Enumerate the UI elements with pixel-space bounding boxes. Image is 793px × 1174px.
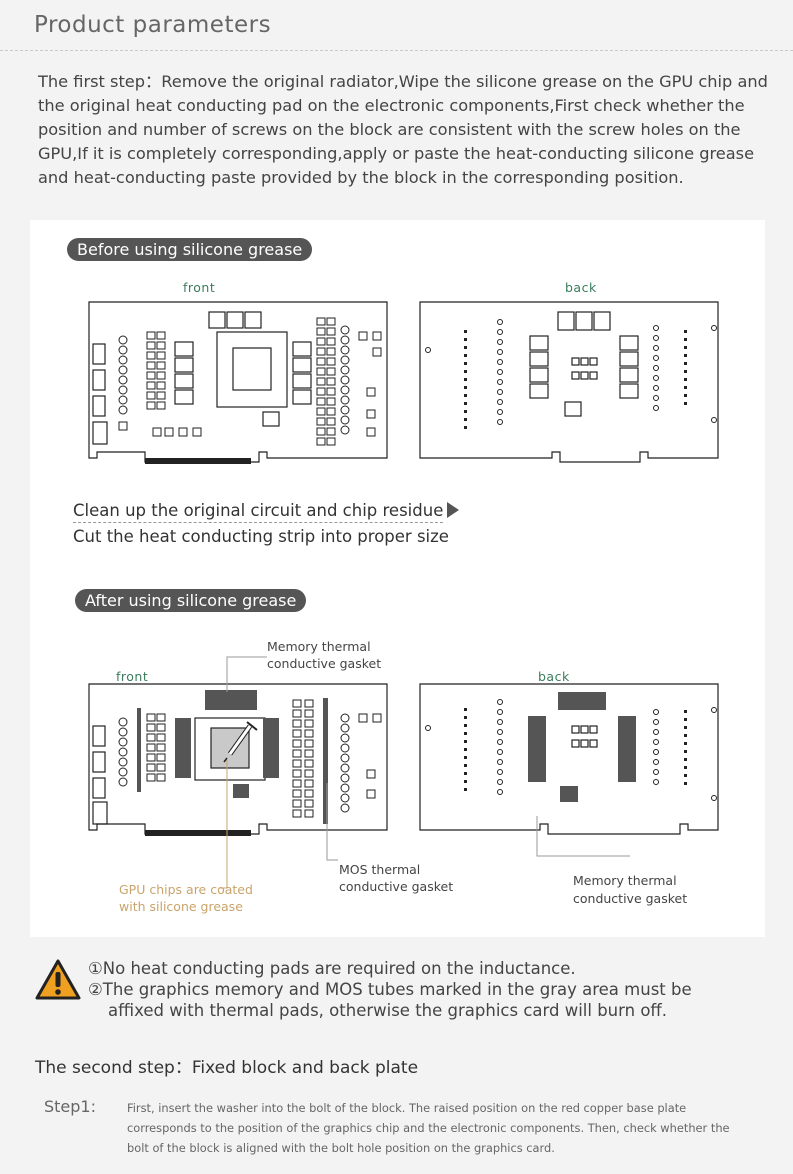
callout-gpu-line1: GPU chips are coated bbox=[119, 882, 253, 897]
header-bar: Product parameters bbox=[0, 0, 793, 51]
intro-paragraph: The first step：Remove the original radia… bbox=[38, 72, 768, 187]
callout-gpu-line2: with silicone grease bbox=[119, 899, 243, 914]
before-title-pill: Before using silicone grease bbox=[67, 238, 313, 261]
warning-line-1: ①No heat conducting pads are required on… bbox=[88, 959, 576, 978]
callout-memory-back: Memory thermal conductive gasket bbox=[573, 872, 687, 908]
callout-memory-back-line2: conductive gasket bbox=[573, 891, 688, 906]
after-back-label: back bbox=[538, 669, 570, 684]
callout-memory-front: Memory thermal conductive gasket bbox=[267, 638, 381, 672]
warning-line-3: affixed with thermal pads, otherwise the… bbox=[108, 1001, 668, 1020]
callout-memory-front-line1: Memory thermal bbox=[267, 639, 371, 654]
syringe-icon bbox=[223, 721, 258, 763]
callout-leader-lines bbox=[219, 656, 630, 889]
after-back-board bbox=[419, 683, 719, 835]
warning-notes: ①No heat conducting pads are required on… bbox=[88, 958, 692, 1021]
step1-label: Step1: bbox=[44, 1097, 96, 1116]
step2-title: The second step：Fixed block and back pla… bbox=[35, 1058, 419, 1078]
after-front-label: front bbox=[116, 669, 149, 684]
before-back-label: back bbox=[565, 280, 597, 295]
step-clean-text: Clean up the original circuit and chip r… bbox=[73, 501, 444, 523]
callout-mos: MOS thermal conductive gasket bbox=[339, 861, 453, 895]
before-back-board bbox=[419, 301, 719, 463]
diagram-panel: Before using silicone grease front back bbox=[30, 220, 765, 937]
step1-text: First, insert the washer into the bolt o… bbox=[127, 1101, 730, 1155]
callout-gpu: GPU chips are coated with silicone greas… bbox=[119, 881, 253, 915]
before-front-board bbox=[88, 301, 388, 464]
callout-memory-front-line2: conductive gasket bbox=[267, 656, 382, 671]
callout-memory-back-line1: Memory thermal bbox=[573, 873, 677, 888]
warning-icon bbox=[35, 959, 81, 1000]
warning-line-2: ②The graphics memory and MOS tubes marke… bbox=[88, 980, 692, 999]
after-title-pill: After using silicone grease bbox=[75, 589, 307, 612]
before-front-label: front bbox=[183, 280, 216, 295]
step-clean: Clean up the original circuit and chip r… bbox=[73, 501, 460, 523]
callout-mos-line1: MOS thermal bbox=[339, 862, 421, 877]
step-cut: Cut the heat conducting strip into prope… bbox=[73, 527, 449, 546]
page-title: Product parameters bbox=[34, 12, 272, 38]
after-front-board bbox=[88, 683, 388, 836]
arrow-right-icon bbox=[447, 502, 460, 518]
callout-mos-line2: conductive gasket bbox=[339, 879, 454, 894]
